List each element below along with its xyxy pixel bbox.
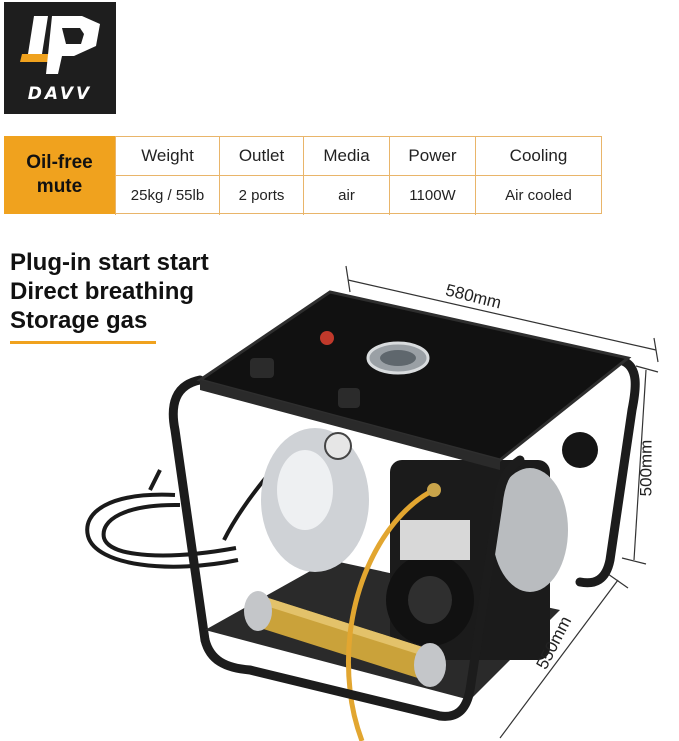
control-panel	[250, 331, 598, 468]
spec-table: Oil-free mute Weight Outlet Media Power …	[4, 136, 602, 215]
feature-item: Plug-in start start	[10, 249, 209, 276]
spec-value-power: 1100W	[389, 176, 475, 215]
dimension-height-label: 500mm	[636, 439, 656, 497]
logo-mark-icon	[20, 16, 100, 74]
spec-header-power: Power	[389, 137, 475, 176]
filter-tube	[244, 591, 446, 687]
top-panel	[196, 290, 632, 470]
spec-value-weight: 25kg / 55lb	[115, 176, 219, 215]
frame-front	[200, 455, 525, 721]
spec-header-weight: Weight	[115, 137, 219, 176]
feature-list: Plug-in start start Direct breathing Sto…	[10, 248, 209, 335]
brand-name: DAVV	[27, 84, 93, 104]
spec-highlight-line1: Oil-free	[26, 152, 93, 173]
feature-underline	[10, 341, 156, 344]
spec-header-media: Media	[303, 137, 389, 176]
dimension-lines	[345, 265, 659, 739]
feature-item: Direct breathing	[10, 278, 195, 305]
hose-fitting	[427, 483, 441, 497]
spec-highlight-line2: mute	[36, 176, 83, 197]
frame-back	[168, 355, 640, 645]
motor-assembly	[261, 428, 568, 660]
spec-value-media: air	[303, 176, 389, 215]
yellow-hose	[346, 489, 432, 741]
spec-value-cooling: Air cooled	[475, 176, 601, 215]
spec-value-outlet: 2 ports	[219, 176, 303, 215]
brand-logo: DAVV	[4, 2, 116, 114]
spec-grid: Weight Outlet Media Power Cooling 25kg /…	[115, 136, 602, 215]
spec-header-outlet: Outlet	[219, 137, 303, 176]
feature-item: Storage gas	[10, 307, 148, 334]
spec-header-cooling: Cooling	[475, 137, 601, 176]
spec-highlight: Oil-free mute	[4, 136, 115, 214]
